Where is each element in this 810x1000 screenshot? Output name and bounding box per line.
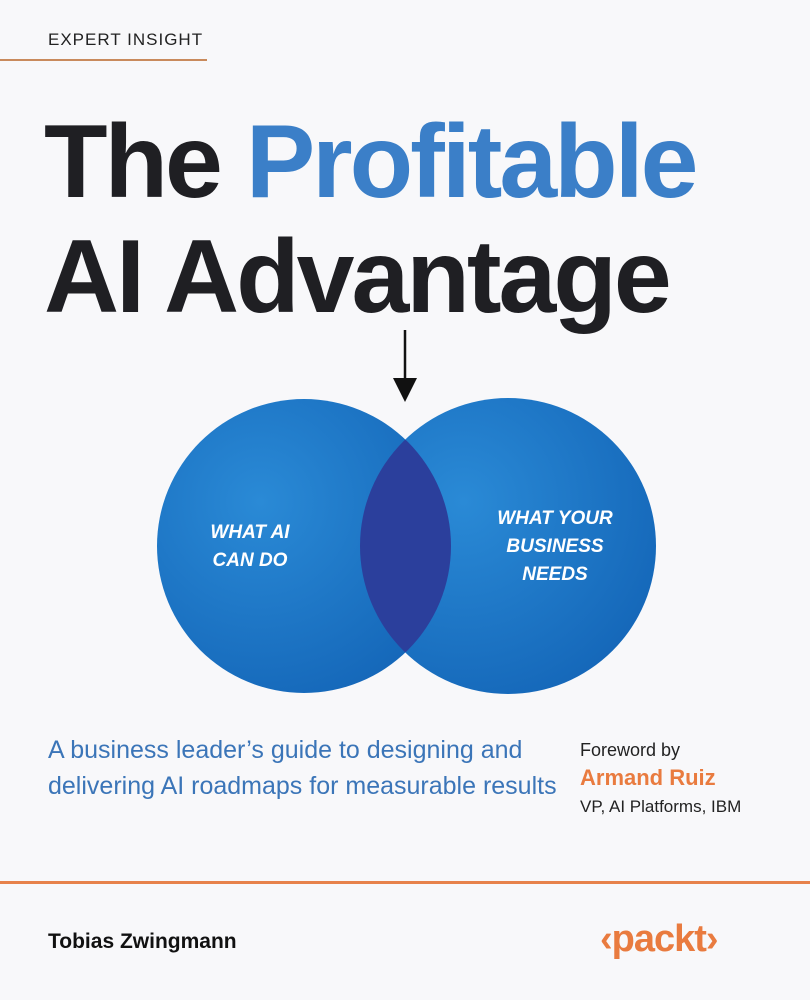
right-label-3: NEEDS <box>522 564 588 585</box>
foreword-author: Armand Ruiz <box>580 765 716 790</box>
series-label: EXPERT INSIGHT <box>48 30 204 49</box>
right-label-2: BUSINESS <box>506 536 603 557</box>
left-label-1: WHAT AI <box>210 522 290 543</box>
left-circle <box>157 399 451 693</box>
title-line-1: The Profitable <box>44 110 698 214</box>
title-word-the: The <box>44 104 223 220</box>
left-label-2: CAN DO <box>213 550 288 571</box>
foreword-role: VP, AI Platforms, IBM <box>580 797 742 816</box>
foreword-block: Foreword by Armand Ruiz VP, AI Platforms… <box>580 740 741 817</box>
right-circle <box>360 398 656 694</box>
foreword-label: Foreword by <box>580 740 681 760</box>
venn-diagram: WHAT AI CAN DO WHAT YOUR BUSINESS NEEDS <box>157 330 656 694</box>
bottom-divider <box>0 881 810 884</box>
author-name: Tobias Zwingmann <box>48 930 237 953</box>
title-word-profitable: Profitable <box>245 104 699 220</box>
subtitle: A business leader’s guide to designing a… <box>48 736 557 800</box>
publisher-logo: ‹packt› <box>600 918 719 960</box>
right-label-1: WHAT YOUR <box>497 508 613 529</box>
series-divider <box>0 59 207 61</box>
title-line-2: AI Advantage <box>44 219 672 335</box>
arrow-down-icon <box>393 378 417 402</box>
